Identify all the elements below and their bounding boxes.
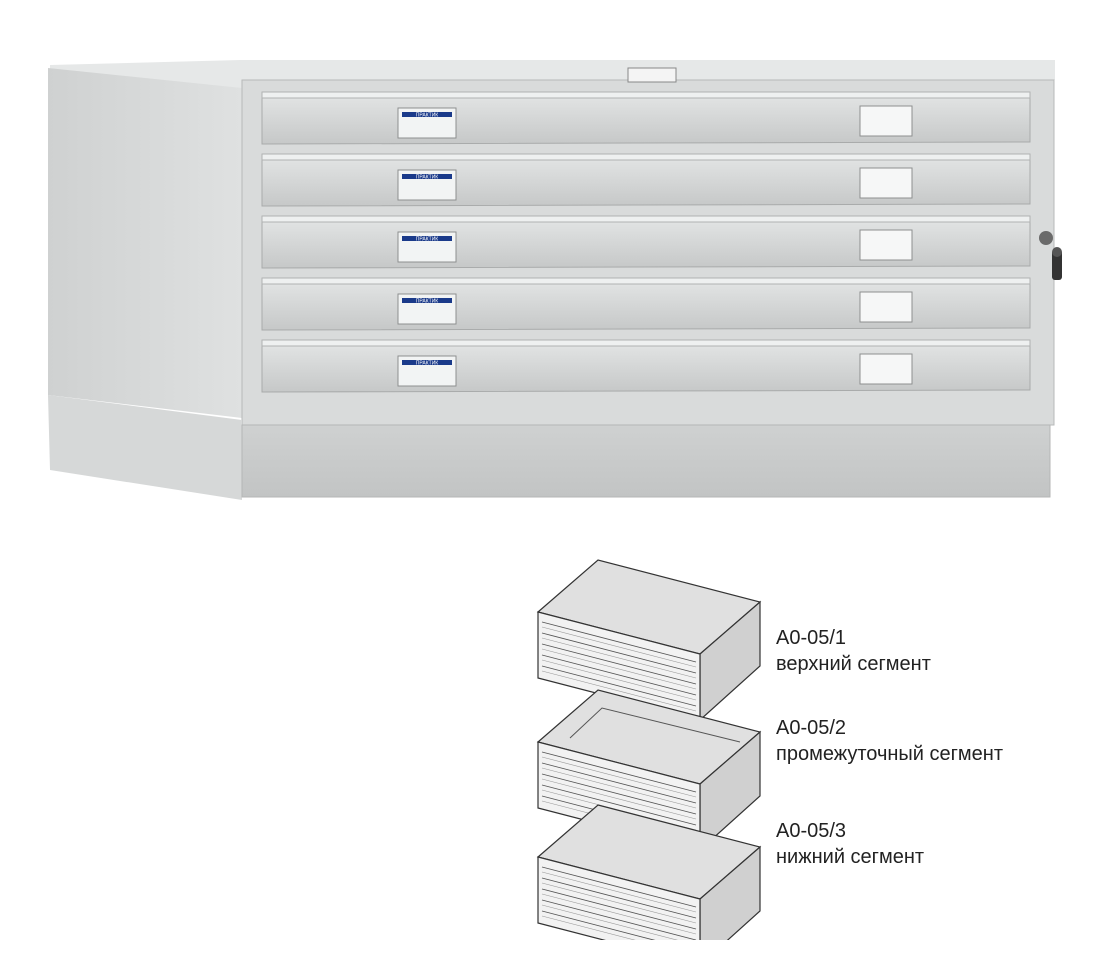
plinth-front — [241, 424, 1051, 498]
drawer-label-text: ПРАКТИК — [416, 113, 438, 119]
segment-label-middle: A0-05/2 промежуточный сегмент — [776, 715, 1003, 767]
drawer-label-holder: ПРАКТИК — [397, 293, 457, 325]
cabinet-left-side — [48, 68, 242, 418]
segment-label-top: A0-05/1 верхний сегмент — [776, 625, 931, 677]
drawer-label-text: ПРАКТИК — [416, 175, 438, 181]
segment-name: промежуточный сегмент — [776, 743, 1004, 765]
drawer-handle[interactable] — [859, 291, 913, 323]
drawer[interactable]: ПРАКТИК — [261, 153, 1031, 207]
drawer-handle[interactable] — [859, 167, 913, 199]
drawer-handle[interactable] — [859, 105, 913, 137]
drawer-label-holder: ПРАКТИК — [397, 107, 457, 139]
drawer-label-text: ПРАКТИК — [416, 237, 438, 243]
cabinet-photo: ПРАКТИК ПРАКТИК ПРАКТИК ПРАКТИК ПРАКТИК — [48, 60, 1062, 500]
segment-code: A0-05/2 — [776, 717, 847, 739]
segment-block — [536, 804, 762, 940]
segment-name: нижний сегмент — [776, 846, 925, 868]
brand-plate — [627, 67, 677, 83]
segment-label-bottom: A0-05/3 нижний сегмент — [776, 818, 924, 870]
lock-icon — [1039, 231, 1062, 280]
drawer-label-text: ПРАКТИК — [416, 299, 438, 305]
segments-diagram — [536, 559, 762, 940]
segment-code: A0-05/1 — [776, 627, 847, 649]
drawer-label-text: ПРАКТИК — [416, 361, 438, 367]
segment-block — [536, 559, 762, 722]
drawer[interactable]: ПРАКТИК — [261, 91, 1031, 145]
drawer[interactable]: ПРАКТИК — [261, 277, 1031, 331]
drawer-handle[interactable] — [859, 353, 913, 385]
drawer[interactable]: ПРАКТИК — [261, 339, 1031, 393]
drawer[interactable]: ПРАКТИК — [261, 215, 1031, 269]
drawer-handle[interactable] — [859, 229, 913, 261]
plinth-side — [48, 395, 242, 500]
drawer-label-holder: ПРАКТИК — [397, 355, 457, 387]
segment-code: A0-05/3 — [776, 820, 847, 842]
segment-name: верхний сегмент — [776, 653, 931, 675]
drawer-label-holder: ПРАКТИК — [397, 169, 457, 201]
drawer-label-holder: ПРАКТИК — [397, 231, 457, 263]
